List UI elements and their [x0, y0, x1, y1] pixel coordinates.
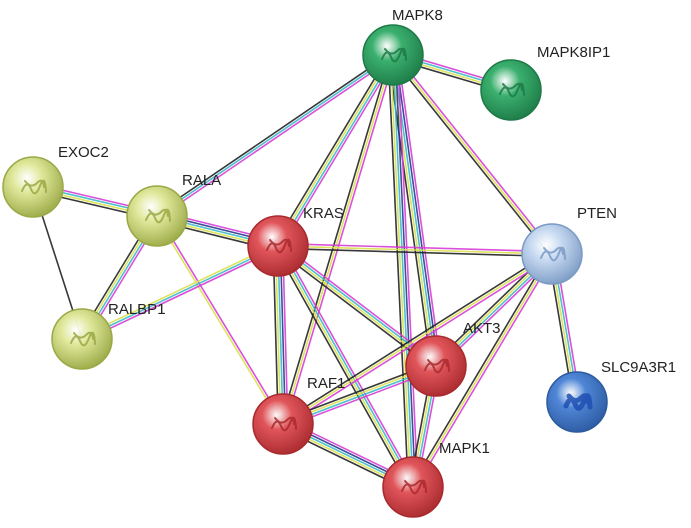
- edge-kras-ralbp1: [80, 243, 280, 342]
- edge-evidence-line: [280, 56, 397, 249]
- edge-evidence-line: [278, 244, 438, 366]
- edge-evidence-line: [155, 216, 283, 426]
- edge-evidence-line: [410, 252, 551, 487]
- edge-evidence-line: [276, 246, 413, 488]
- edge-kras-pten: [277, 242, 553, 258]
- protein-structure-icon: [70, 331, 96, 347]
- edge-evidence-line: [394, 54, 440, 366]
- edge-evidence-line: [390, 55, 551, 256]
- node-bubble[interactable]: [362, 24, 424, 86]
- protein-structure-icon: [540, 246, 566, 262]
- protein-structure-icon: [21, 179, 47, 195]
- protein-structure-icon: [401, 479, 427, 495]
- edge-evidence-line: [396, 54, 419, 487]
- node-raf1[interactable]: [252, 393, 314, 455]
- node-label-mapk1: MAPK1: [439, 440, 490, 457]
- node-bubble[interactable]: [51, 308, 113, 370]
- edge-evidence-line: [81, 245, 279, 340]
- edge-evidence-line: [392, 54, 414, 488]
- edge-evidence-line: [414, 254, 555, 489]
- node-label-raf1: RAF1: [307, 375, 345, 392]
- node-bubble[interactable]: [252, 393, 314, 455]
- node-label-rala: RALA: [182, 172, 221, 189]
- node-rala[interactable]: [126, 185, 188, 247]
- edge-evidence-line: [284, 55, 397, 425]
- edge-evidence-line: [274, 247, 411, 490]
- edge-evidence-line: [276, 53, 393, 246]
- edge-evidence-line: [157, 56, 395, 219]
- edge-evidence-line: [277, 247, 552, 258]
- edge-evidence-line: [157, 214, 285, 424]
- edge-evidence-line: [387, 55, 410, 488]
- edge-kras-mapk1: [274, 243, 417, 490]
- node-bubble[interactable]: [480, 59, 542, 121]
- node-layer: [2, 24, 608, 518]
- edge-evidence-line: [279, 54, 392, 424]
- node-akt3[interactable]: [405, 335, 467, 397]
- edge-evidence-line: [82, 247, 280, 342]
- protein-structure-icon: [266, 238, 292, 254]
- edge-evidence-line: [394, 53, 555, 254]
- node-mapk1[interactable]: [382, 456, 444, 518]
- edge-mapk8-pten: [390, 53, 555, 256]
- node-label-exoc2: EXOC2: [58, 144, 109, 161]
- protein-structure-icon: [499, 82, 525, 98]
- edge-evidence-line: [394, 54, 417, 487]
- edge-evidence-line: [282, 253, 553, 425]
- node-pten[interactable]: [521, 223, 583, 285]
- edge-pten-mapk1: [410, 252, 555, 489]
- edge-evidence-line: [155, 52, 393, 215]
- node-label-mapk8ip1: MAPK8IP1: [537, 44, 610, 61]
- edge-evidence-line: [156, 54, 394, 217]
- edge-mapk8-mapk1: [387, 54, 419, 488]
- edge-evidence-line: [281, 251, 552, 423]
- node-mapk8[interactable]: [362, 24, 424, 86]
- protein-structure-icon: [563, 393, 593, 411]
- node-ralbp1[interactable]: [51, 308, 113, 370]
- node-label-slc9a3r1: SLC9A3R1: [601, 359, 676, 376]
- node-bubble[interactable]: [382, 456, 444, 518]
- node-bubble[interactable]: [2, 156, 64, 218]
- node-label-ralbp1: RALBP1: [108, 301, 166, 318]
- node-slc9a3r1[interactable]: [546, 371, 608, 433]
- node-mapk8ip1[interactable]: [480, 59, 542, 121]
- node-bubble[interactable]: [405, 335, 467, 397]
- node-bubble[interactable]: [247, 215, 309, 277]
- edge-mapk8-kras: [274, 52, 397, 249]
- edge-mapk8-raf1: [279, 54, 397, 425]
- edge-mapk8-rala: [155, 52, 395, 219]
- edge-rala-raf1: [155, 214, 285, 426]
- node-label-akt3: AKT3: [463, 320, 501, 337]
- protein-structure-icon: [424, 358, 450, 374]
- edge-evidence-line: [280, 243, 417, 486]
- edge-evidence-line: [396, 54, 442, 366]
- node-bubble[interactable]: [126, 185, 188, 247]
- edge-evidence-line: [282, 54, 394, 425]
- edge-evidence-line: [278, 55, 395, 248]
- protein-structure-icon: [271, 416, 297, 432]
- node-kras[interactable]: [247, 215, 309, 277]
- protein-structure-icon: [381, 47, 407, 63]
- edge-evidence-line: [412, 253, 553, 488]
- node-label-mapk8: MAPK8: [392, 7, 443, 24]
- edge-evidence-line: [392, 54, 553, 255]
- node-exoc2[interactable]: [2, 156, 64, 218]
- node-label-kras: KRAS: [303, 205, 344, 222]
- edge-evidence-line: [80, 243, 278, 338]
- protein-structure-icon: [145, 208, 171, 224]
- edge-evidence-line: [278, 242, 553, 253]
- edge-evidence-line: [277, 245, 553, 255]
- edge-evidence-line: [278, 245, 415, 487]
- node-bubble[interactable]: [521, 223, 583, 285]
- edge-evidence-line: [389, 55, 412, 488]
- node-label-pten: PTEN: [577, 205, 617, 222]
- edge-evidence-line: [274, 52, 391, 245]
